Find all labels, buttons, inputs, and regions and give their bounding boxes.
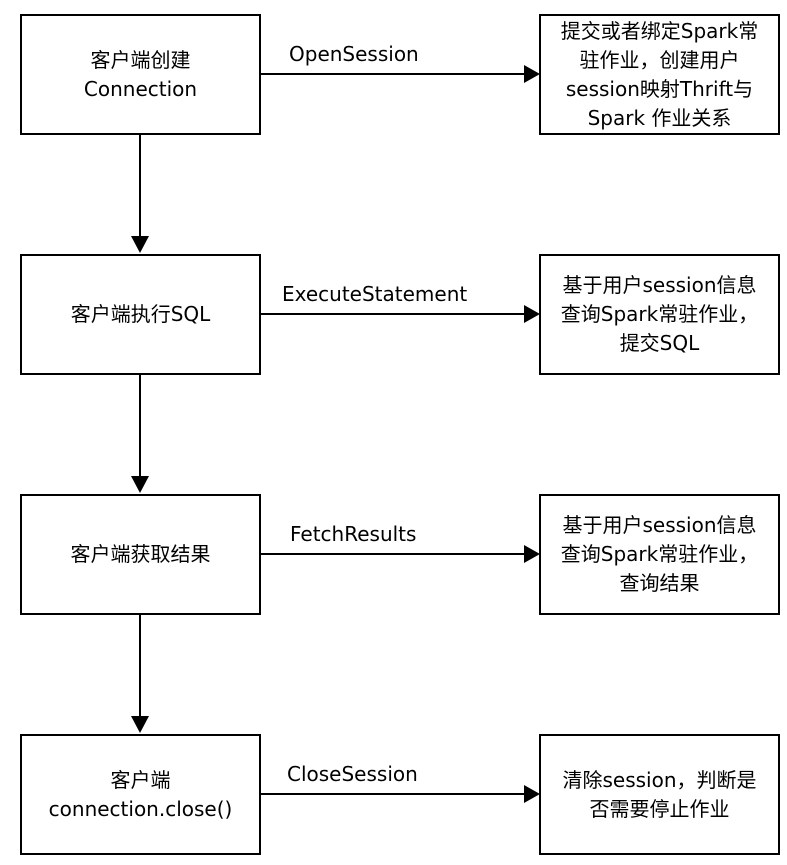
client-step-fetch-results: 客户端获取结果 xyxy=(20,494,261,615)
server-action-label: 基于用户session信息 查询Spark常驻作业， 提交SQL xyxy=(560,273,759,355)
server-action-close-session: 清除session，判断是 否需要停止作业 xyxy=(539,734,780,855)
server-action-open-session: 提交或者绑定Spark常 驻作业，创建用户 session映射Thrift与 S… xyxy=(539,14,780,135)
client-step-label: 客户端 connection.close() xyxy=(48,767,233,821)
server-action-label: 清除session，判断是 否需要停止作业 xyxy=(562,767,757,821)
call-arrow-2 xyxy=(261,305,540,323)
client-step-label: 客户端执行SQL xyxy=(70,302,211,326)
call-label-closesession: CloseSession xyxy=(287,762,418,786)
server-action-label: 基于用户session信息 查询Spark常驻作业， 查询结果 xyxy=(560,513,759,595)
call-label-fetchresults: FetchResults xyxy=(290,522,417,546)
call-arrow-1 xyxy=(261,65,540,83)
step-arrow-3-to-4 xyxy=(131,615,149,733)
step-arrow-2-to-3 xyxy=(131,375,149,493)
client-step-create-connection: 客户端创建 Connection xyxy=(20,14,261,135)
client-step-execute-sql: 客户端执行SQL xyxy=(20,254,261,375)
client-step-label: 客户端创建 Connection xyxy=(83,47,198,101)
client-step-close-connection: 客户端 connection.close() xyxy=(20,734,261,855)
call-label-executestatement: ExecuteStatement xyxy=(282,282,468,306)
step-arrow-1-to-2 xyxy=(131,135,149,253)
server-action-fetch-results: 基于用户session信息 查询Spark常驻作业， 查询结果 xyxy=(539,494,780,615)
call-arrow-4 xyxy=(261,785,540,803)
server-action-label: 提交或者绑定Spark常 驻作业，创建用户 session映射Thrift与 S… xyxy=(560,18,759,130)
call-label-opensession: OpenSession xyxy=(289,42,419,66)
call-arrow-3 xyxy=(261,545,540,563)
server-action-execute-statement: 基于用户session信息 查询Spark常驻作业， 提交SQL xyxy=(539,254,780,375)
client-step-label: 客户端获取结果 xyxy=(70,542,211,566)
